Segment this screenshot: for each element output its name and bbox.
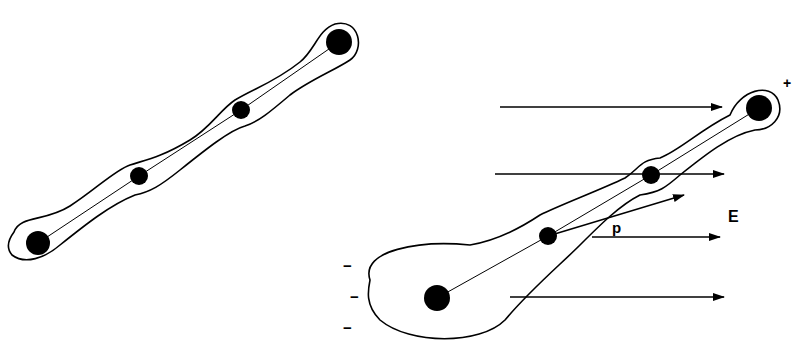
field-arrow (510, 296, 724, 298)
electron-cloud (8, 23, 358, 259)
charge-sign: − (343, 320, 352, 335)
field-arrow (500, 106, 722, 108)
atom (232, 101, 250, 119)
atom (746, 95, 772, 121)
atom (326, 29, 352, 55)
charge-sign: − (350, 289, 359, 304)
bond-line (38, 42, 339, 243)
atom (424, 285, 450, 311)
atom (539, 227, 557, 245)
field-label: E (728, 209, 739, 225)
dipole-arrow (548, 195, 684, 236)
charge-sign: + (783, 76, 791, 90)
atom (130, 167, 148, 185)
atom (642, 166, 660, 184)
field-arrow (592, 236, 720, 238)
dipole-label: p (612, 220, 621, 235)
field-arrow (495, 173, 724, 175)
bond-line (437, 108, 759, 298)
electron-cloud (368, 90, 779, 339)
atom (26, 231, 50, 255)
charge-sign: − (343, 258, 352, 273)
